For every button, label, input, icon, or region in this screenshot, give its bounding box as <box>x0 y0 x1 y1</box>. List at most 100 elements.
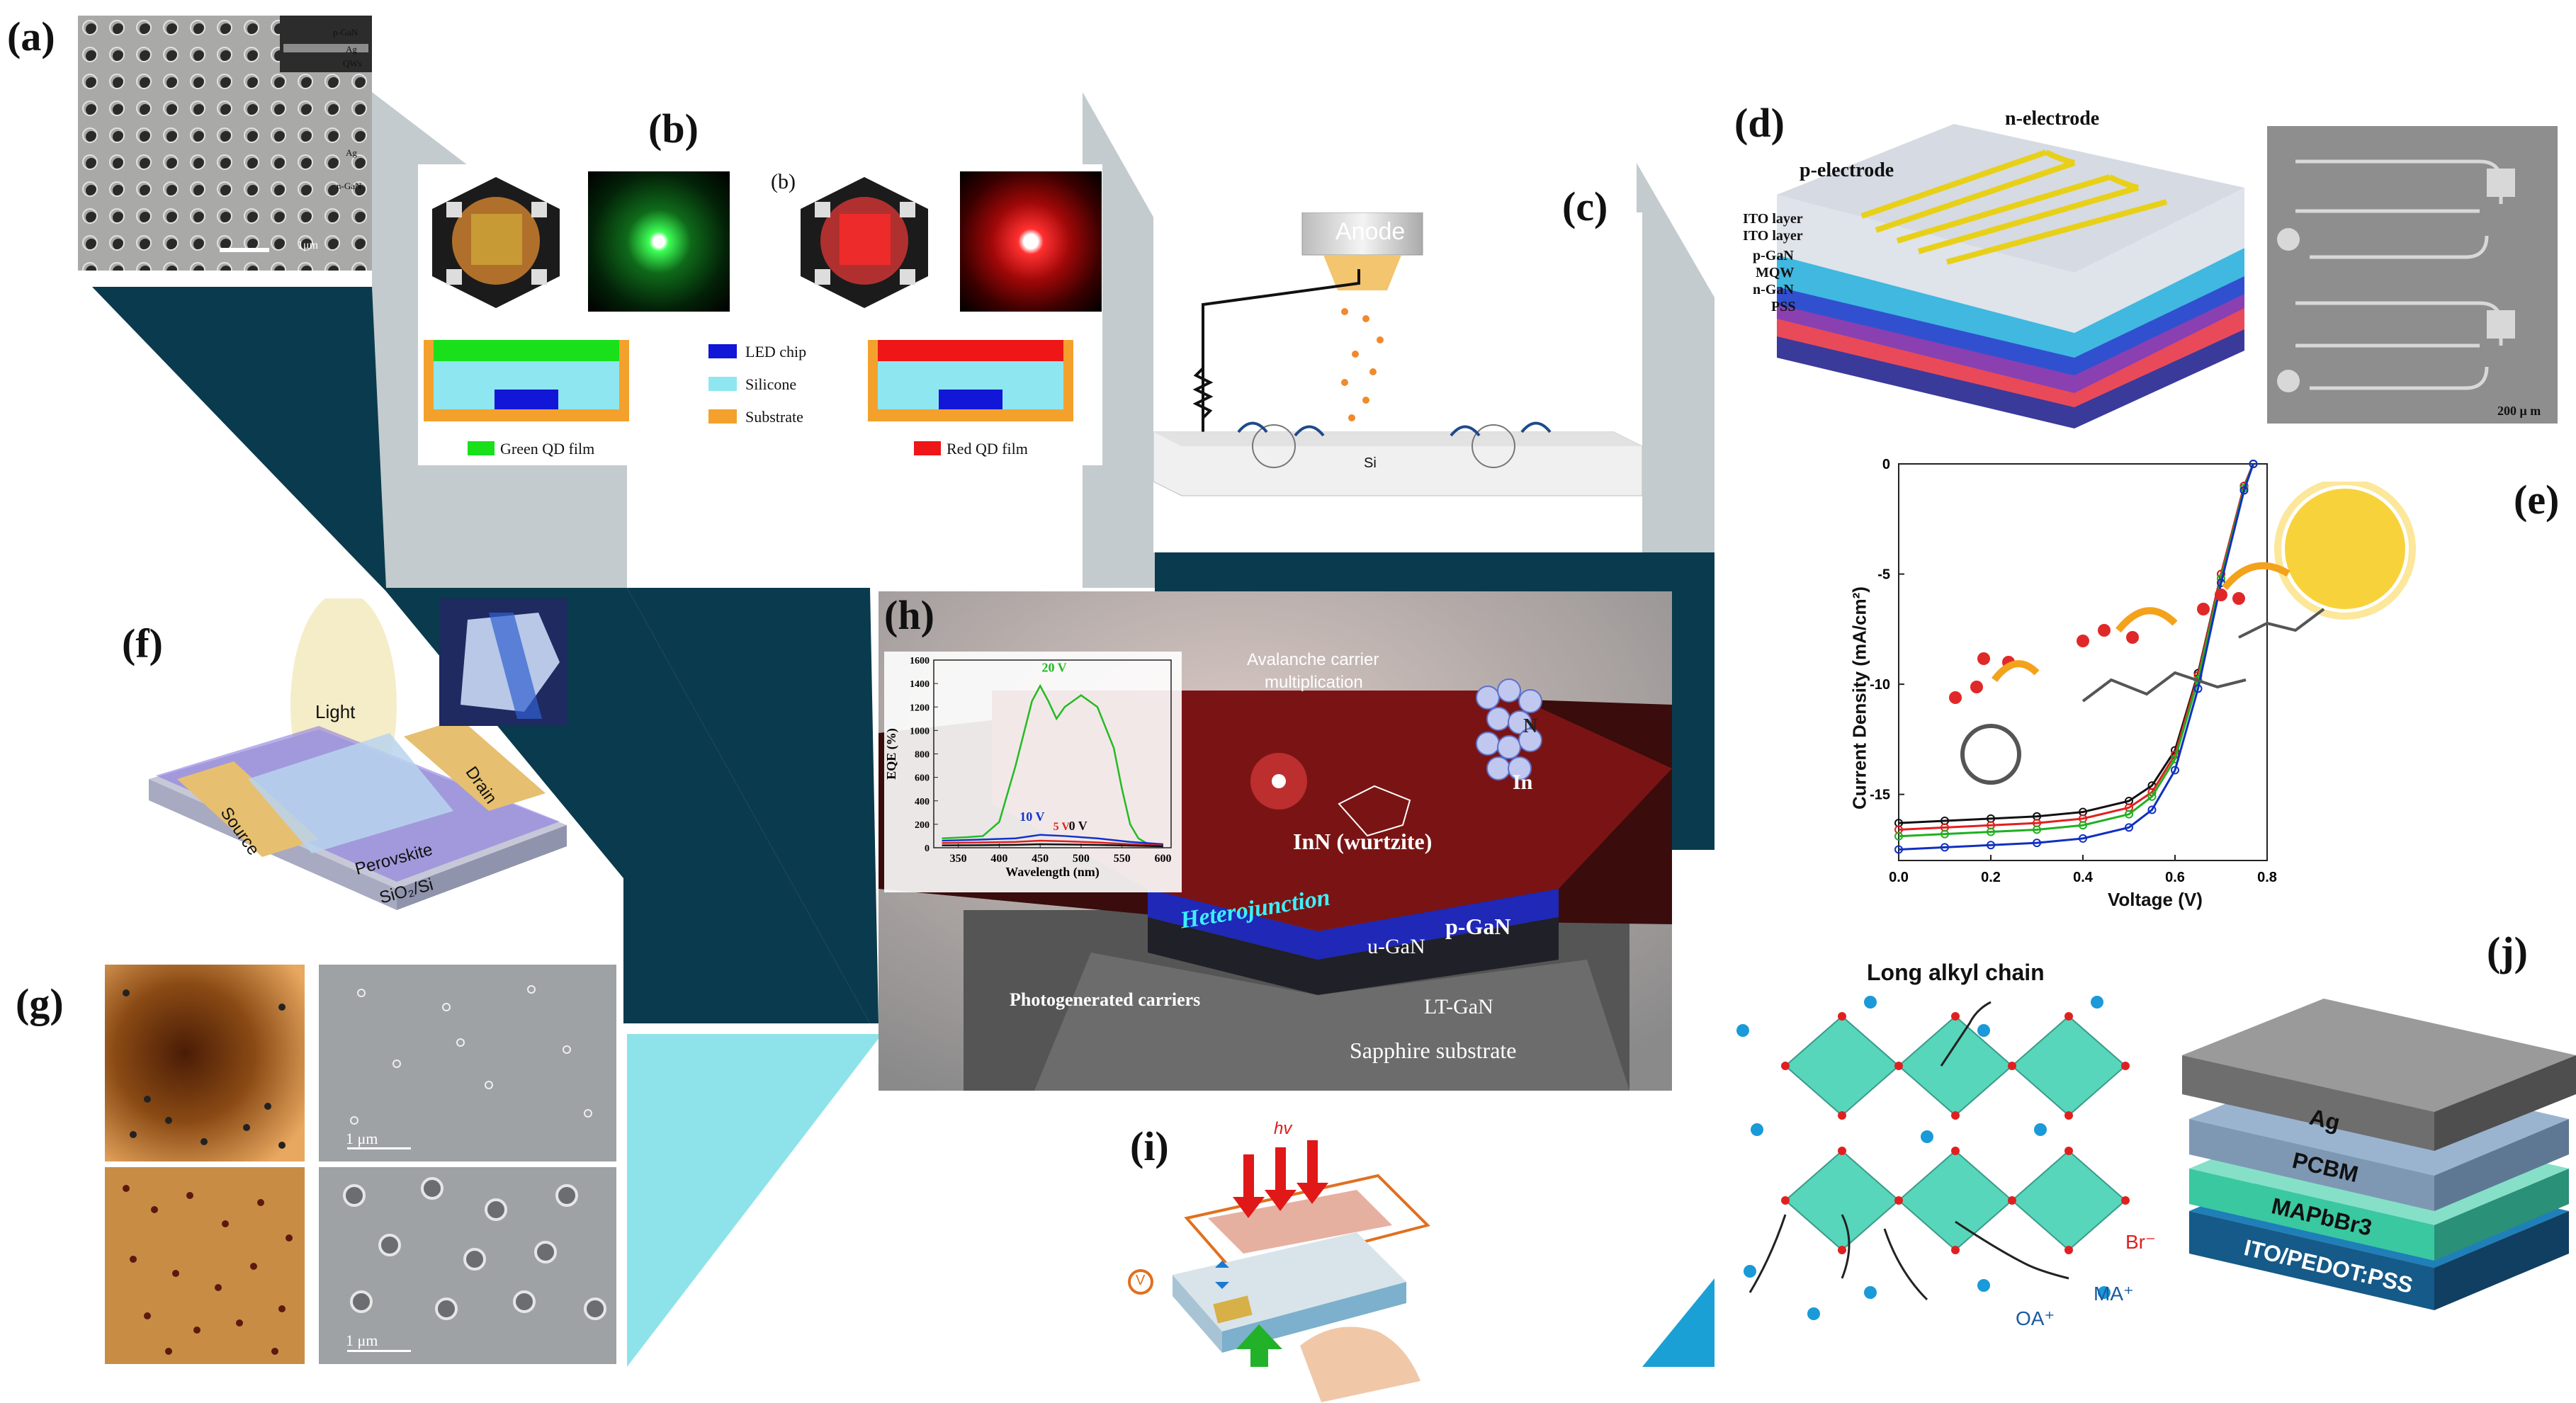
jv-point <box>2147 792 2157 801</box>
panel-e-ylabel: Current Density (mA/cm²) <box>1848 586 1870 810</box>
jv-point <box>2125 810 2133 819</box>
anode-label: Anode <box>1335 218 1406 245</box>
si-label: Si <box>1364 455 1377 471</box>
y-tick-label: 200 <box>915 820 930 831</box>
x-tick-label: 0.2 <box>1981 870 2001 885</box>
panel-j-stack <box>2182 999 2576 1310</box>
x-tick-label: 350 <box>950 853 967 865</box>
x-tick-label: 600 <box>1154 853 1171 865</box>
panel-d-micrograph <box>2267 126 2558 424</box>
n-electrode-label: n-electrode <box>2005 108 2100 130</box>
v-label: V <box>1136 1273 1146 1288</box>
jv-point <box>1941 843 1949 852</box>
panel-e-sun-molecules <box>1949 482 2416 785</box>
jv-point <box>2193 684 2203 693</box>
jv-point <box>2033 825 2041 834</box>
panel-a-scale: 1μm <box>298 239 319 251</box>
y-tick-label: 1000 <box>910 726 930 737</box>
panel-b-red-led-photo <box>801 177 928 308</box>
panel-d-device <box>1777 124 2244 428</box>
y-tick-label: -10 <box>1870 677 1890 693</box>
x-tick-label: 400 <box>990 853 1007 865</box>
grey-band-right-2 <box>1637 163 1714 552</box>
jv-point <box>1941 829 1949 839</box>
green-caption: Green QD film <box>500 440 595 458</box>
jv-point <box>2249 460 2258 468</box>
panel-b-green-schematic <box>424 340 629 421</box>
panel-h-avalanche: Avalanche carrier <box>1247 650 1379 669</box>
dark-band-left-2 <box>627 588 879 1023</box>
panel-label-b: (b) <box>648 106 699 152</box>
jv-point <box>2125 823 2133 832</box>
eqe-series-line <box>942 683 1163 846</box>
legend-substrate-swatch <box>708 409 737 424</box>
eqe-series-line <box>942 834 1163 846</box>
legend-silicone: Silicone <box>745 375 797 393</box>
jv-point <box>1987 827 1995 836</box>
y-tick-label: 1600 <box>910 656 930 666</box>
br-label: Br⁻ <box>2125 1231 2156 1253</box>
legend-substrate: Substrate <box>745 408 803 426</box>
x-tick-label: 0.0 <box>1889 870 1909 885</box>
y-tick-label: -15 <box>1870 788 1890 803</box>
red-caption-swatch <box>914 441 941 455</box>
layer-pss: PSS <box>1771 299 1796 314</box>
panel-label-g: (g) <box>16 980 64 1026</box>
jv-point <box>2079 834 2087 843</box>
layer-ito-1: ITO layer <box>1743 211 1803 227</box>
panel-f-device <box>149 598 567 910</box>
panel-b-red-schematic <box>868 340 1073 421</box>
jv-point <box>2033 839 2041 848</box>
layer-pgan: p-GaN <box>1753 248 1794 263</box>
x-tick-label: 0.6 <box>2165 870 2185 885</box>
jv-point <box>2079 821 2087 830</box>
x-tick-label: 0.4 <box>2073 870 2094 885</box>
blue-tri <box>1642 1278 1714 1367</box>
jv-point <box>2147 805 2157 814</box>
panel-label-d: (d) <box>1734 100 1785 146</box>
ma-label: MA⁺ <box>2094 1283 2134 1305</box>
y-tick-label: 400 <box>915 797 930 807</box>
panel-g-scale-2: 1 μm <box>346 1331 378 1349</box>
x-tick-label: 550 <box>1114 853 1131 865</box>
y-tick-label: 1400 <box>910 679 930 690</box>
jv-point <box>2171 766 2179 775</box>
panel-h-ltgan: LT-GaN <box>1424 995 1493 1018</box>
y-tick-label: 0 <box>925 843 930 854</box>
panel-b-sub-label: (b) <box>771 170 796 193</box>
dark-band-center <box>1672 591 1714 850</box>
panel-c-diagram <box>1153 212 1642 496</box>
panel-h-n: N <box>1523 715 1538 737</box>
panel-g-afm-1 <box>105 965 305 1161</box>
label-0v: 0 V <box>1069 819 1088 833</box>
perov-crystal <box>1736 996 2130 1320</box>
hv-label: hv <box>1274 1119 1292 1138</box>
legend-silicone-swatch <box>708 377 737 391</box>
x-tick-label: 0.8 <box>2257 870 2277 885</box>
panel-a-label-pgan: p-GaN <box>333 27 358 38</box>
cyan-tri <box>627 1034 882 1367</box>
panel-b-green-emission <box>588 171 730 312</box>
panel-a-label-ngan: n-GaN <box>337 181 362 191</box>
panel-h-sapphire: Sapphire substrate <box>1350 1038 1517 1063</box>
panel-h-photogenerated: Photogenerated carriers <box>1010 989 1201 1010</box>
jv-point <box>1987 841 1995 850</box>
panel-label-a: (a) <box>7 13 55 59</box>
panel-a-sem-image <box>78 16 372 271</box>
y-tick-label: 800 <box>915 750 930 761</box>
perov-title: Long alkyl chain <box>1867 960 2045 985</box>
x-tick-label: 500 <box>1073 853 1090 865</box>
panel-g-sem-2 <box>319 1167 616 1364</box>
panel-label-e: (e) <box>2514 477 2560 523</box>
label-5v: 5 V <box>1053 821 1070 833</box>
green-caption-swatch <box>468 441 495 455</box>
label-20v: 20 V <box>1041 661 1066 675</box>
jv-point <box>2239 486 2249 495</box>
layer-mqw: MQW <box>1756 265 1795 280</box>
light-label: Light <box>315 701 356 722</box>
jv-point <box>1894 831 1903 841</box>
panel-label-f: (f) <box>122 620 163 666</box>
inset-ylabel: EQE (%) <box>884 728 899 780</box>
panel-h-pgan: p-GaN <box>1445 914 1511 939</box>
layer-ngan: n-GaN <box>1753 282 1794 297</box>
